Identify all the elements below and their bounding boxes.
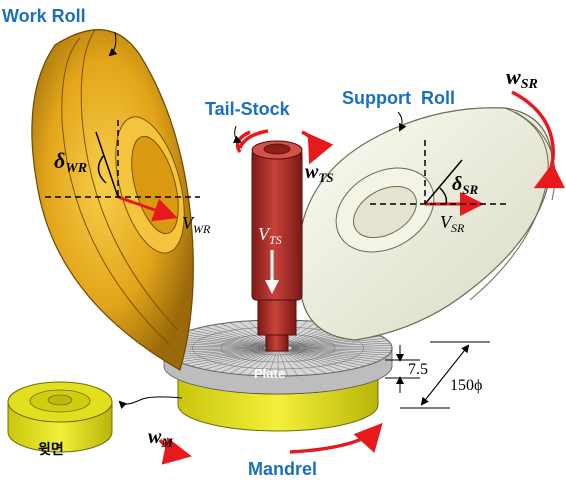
plate-mesh-line xyxy=(174,349,266,361)
plate-mesh-line xyxy=(204,350,270,370)
symbol-v-ts: VTS xyxy=(258,224,282,247)
plate-mesh-line xyxy=(229,350,273,374)
work-roll xyxy=(31,29,194,371)
plate-mesh-line xyxy=(220,350,272,373)
work-roll-label: Work Roll xyxy=(2,6,86,26)
plate-mesh-line xyxy=(284,350,336,373)
plate-mesh-line xyxy=(212,350,271,372)
plate-mesh-line xyxy=(289,349,377,363)
arrow-w-m-left xyxy=(158,437,192,465)
plate-mesh-line xyxy=(170,348,266,358)
plate-label: Plate xyxy=(254,366,285,381)
top-face-label: 윗면 xyxy=(38,441,64,458)
plate-mesh-line xyxy=(290,348,386,358)
symbol-delta-wr: δWR xyxy=(54,148,87,176)
support-roll xyxy=(299,107,556,341)
plate-mesh-line xyxy=(287,350,359,369)
plate-mesh-line xyxy=(197,327,269,346)
plate-mesh-line xyxy=(282,350,318,375)
plate-mesh-line xyxy=(184,331,267,347)
rotation-arrows xyxy=(117,90,566,465)
plate-mesh-line xyxy=(278,351,289,376)
plate-mesh-line xyxy=(290,338,386,348)
arrow-v-wr xyxy=(117,195,178,222)
plate-mesh-line xyxy=(238,350,274,375)
plate-mesh-line xyxy=(291,340,389,348)
plate-mesh-line xyxy=(229,322,273,346)
symbol-delta-sr: δSR xyxy=(452,173,478,197)
symbol-w-m: wM xyxy=(148,426,173,450)
plate-mesh-line xyxy=(190,349,268,367)
arrow-v-ts xyxy=(265,250,279,294)
plate-mesh-line xyxy=(288,349,366,367)
dimension-lines xyxy=(385,341,490,409)
leader-lines xyxy=(108,31,407,410)
arrow-w-m-right xyxy=(289,422,383,454)
plate-mesh-line xyxy=(291,345,392,348)
plate-mesh-line xyxy=(280,351,298,376)
symbol-v-sr: VSR xyxy=(440,212,465,235)
symbol-w-sr: wSR xyxy=(506,64,538,92)
plate-mesh-line xyxy=(184,349,267,365)
plate-mesh-line xyxy=(179,349,267,363)
plate-mesh-line xyxy=(286,350,352,370)
dimension-thickness: 7.5 xyxy=(408,361,428,378)
tail-stock-label: Tail-Stock xyxy=(205,99,291,119)
symbol-v-wr: VWR xyxy=(182,213,211,236)
dimension-diameter: 150ϕ xyxy=(450,377,482,394)
plate-mesh-line xyxy=(267,351,278,376)
arrow-w-sr xyxy=(511,90,566,189)
support-roll-label: Support Roll xyxy=(342,88,455,108)
plate-mesh-line xyxy=(258,351,276,376)
plate-mesh-line xyxy=(291,348,392,351)
plate-mesh-line xyxy=(285,350,344,372)
plate-mesh-line xyxy=(190,329,268,347)
plate-mesh-line xyxy=(204,326,270,346)
mandrel-label: Mandrel xyxy=(248,459,317,479)
plate-mesh-line xyxy=(290,349,382,361)
plate-mesh-line xyxy=(291,342,391,348)
plate-mesh-line xyxy=(197,350,269,369)
angle-reference-lines xyxy=(45,120,510,205)
plate-mesh-line xyxy=(291,348,391,354)
plate-mesh-line xyxy=(291,348,389,356)
plate-mesh-line xyxy=(220,323,272,346)
plate-mesh-line xyxy=(289,349,372,365)
top-face-inset xyxy=(7,381,113,453)
plate-mesh-line xyxy=(281,351,308,376)
plate-mesh-line xyxy=(174,335,266,347)
plate-mesh-line xyxy=(248,351,275,376)
plate-mesh-line xyxy=(212,324,271,346)
symbol-w-ts: wTS xyxy=(305,161,334,185)
plate-mesh-line xyxy=(283,350,327,374)
plate-mesh-line xyxy=(179,333,267,347)
